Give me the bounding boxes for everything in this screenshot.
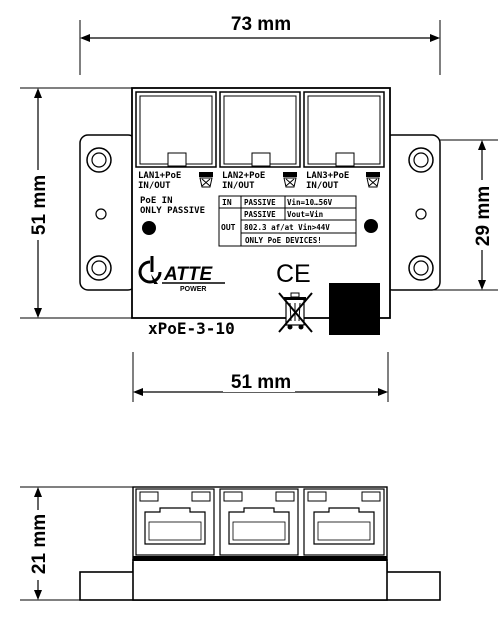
rj45-port-1 [135,91,217,168]
atte-logo: ATTE POWER [138,256,225,293]
left-height-label: 51 mm [29,175,50,235]
spec-row2-value: Vout=Vin [287,210,323,219]
label-area [329,283,380,335]
dimension-right-height: 29 mm [390,139,498,291]
data-port-icon [283,172,297,188]
spec-row2-mode: PASSIVE [244,210,276,219]
data-port-icon [366,172,380,188]
side-height-label: 21 mm [29,514,50,574]
model-name: xPoE-3-10 [148,319,235,338]
rj45-front-3 [303,488,385,556]
bottom-width-label: 51 mm [231,372,291,393]
spec-table: IN OUT PASSIVE Vin=10…56V PASSIVE Vout=V… [218,195,357,247]
screw-hole-left [95,208,107,220]
right-height-label: 29 mm [473,186,494,246]
weee-bin-icon [278,292,313,333]
data-port-icon [199,172,213,188]
poe-in-note-line1: PoE IN [140,196,173,206]
port-3-label-line1: LAN3+PoE [306,171,349,181]
mounting-hole-left-top [86,147,112,173]
port-1-label-line1: LAN1+PoE [138,171,181,181]
dimension-side-height: 21 mm [20,486,135,601]
port-2-label-line1: LAN2+PoE [222,171,265,181]
ce-mark: CE [276,260,311,288]
top-width-label: 73 mm [231,14,291,35]
spec-row1-value: Vin=10…56V [287,198,333,207]
spec-row4-text: ONLY PoE DEVICES! [245,236,322,245]
port-2-label-line2: IN/OUT [222,181,255,191]
mounting-hole-left-bottom [86,255,112,281]
poe-in-note-line2: ONLY PASSIVE [140,206,205,216]
mounting-hole-right-bottom [408,255,434,281]
port-1-label-line2: IN/OUT [138,181,171,191]
device-side-view [79,486,441,601]
rj45-front-2 [219,488,299,556]
dimension-bottom-width: 51 mm [132,352,389,402]
screw-hole-right [415,208,427,220]
side-body [132,559,388,601]
spec-row1-mode: PASSIVE [244,198,276,207]
led-indicator-left [142,221,156,235]
rj45-port-3 [303,91,385,168]
spec-out-label: OUT [221,223,236,232]
rj45-front-1 [135,488,215,556]
plug-icon [138,256,162,284]
brand-sub: POWER [180,286,206,293]
dimension-top-width: 73 mm [79,12,441,75]
port-3-label-line2: IN/OUT [306,181,339,191]
dimension-left-height: 51 mm [20,87,132,319]
spec-row3-text: 802.3 af/at Vin>44V [244,223,330,232]
brand-name: ATTE [163,264,214,285]
spec-in-label: IN [222,198,232,207]
rj45-port-2 [219,91,301,168]
device-top-view: LAN1+PoE IN/OUT LAN2+PoE IN/OUT LAN3+PoE… [79,87,441,338]
led-indicator-right [364,219,378,233]
mounting-hole-right-top [408,147,434,173]
